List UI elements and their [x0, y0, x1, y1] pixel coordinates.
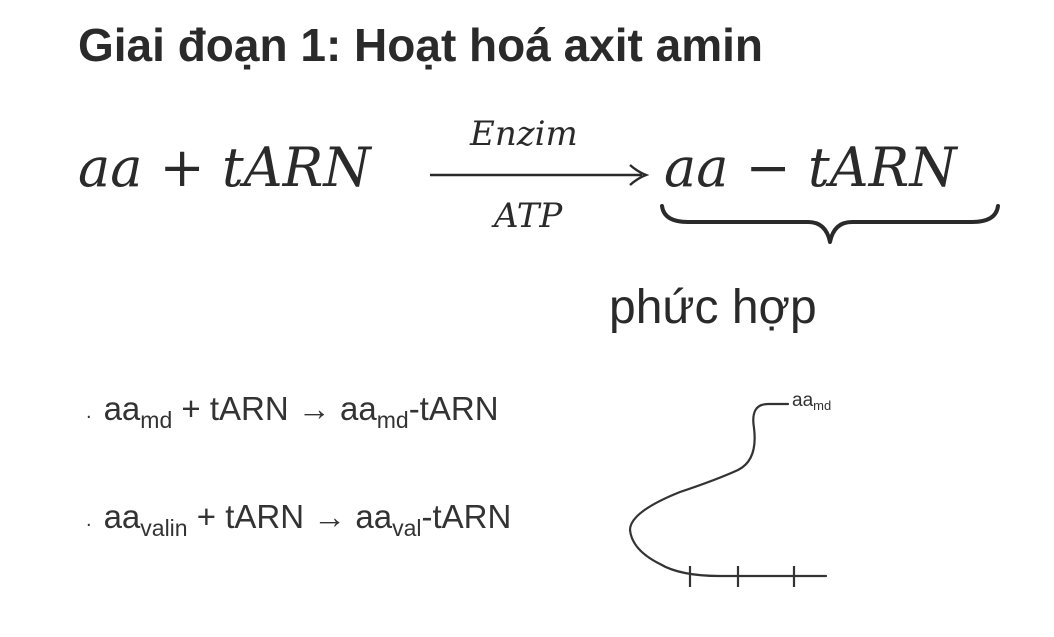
product-subscript: val	[392, 515, 422, 541]
page-title: Giai đoạn 1: Hoạt hoá axit amin	[78, 19, 764, 71]
reaction-arrow-icon	[430, 164, 650, 186]
arrow-label-enzyme: Enzim	[470, 114, 578, 154]
plus-term: + tARN	[172, 390, 298, 427]
product-suffix: -tARN	[408, 390, 499, 427]
trna-diagram-icon	[628, 402, 828, 587]
bullet: .	[86, 401, 92, 423]
reactant-subscript: md	[140, 407, 173, 433]
diagram-amino-acid-label: aamd	[792, 390, 831, 412]
product: aa	[330, 390, 377, 427]
product-suffix: -tARN	[421, 498, 512, 535]
diagram-label-subscript: md	[813, 398, 832, 413]
product-subscript: md	[376, 407, 409, 433]
bullet: .	[86, 509, 92, 531]
underbrace-label: phức hợp	[609, 281, 817, 334]
arrow-icon: →	[313, 498, 347, 535]
underbrace-icon	[660, 204, 1000, 244]
diagram-label-base: aa	[792, 390, 814, 411]
equation-reactants: aa + tARN	[78, 136, 371, 199]
reactant-subscript: valin	[140, 515, 188, 541]
product: aa	[346, 498, 393, 535]
arrow-icon: →	[297, 390, 331, 427]
reactant: aa	[103, 498, 141, 535]
reaction-line-valin: .aavalin + tARN → aaval-tARN	[86, 498, 512, 540]
equation-product: aa − tARN	[664, 136, 957, 199]
reactant: aa	[103, 390, 141, 427]
reaction-line-md: .aamd + tARN → aamd-tARN	[86, 390, 499, 432]
arrow-label-atp: ATP	[494, 196, 563, 236]
plus-term: + tARN	[187, 498, 314, 535]
